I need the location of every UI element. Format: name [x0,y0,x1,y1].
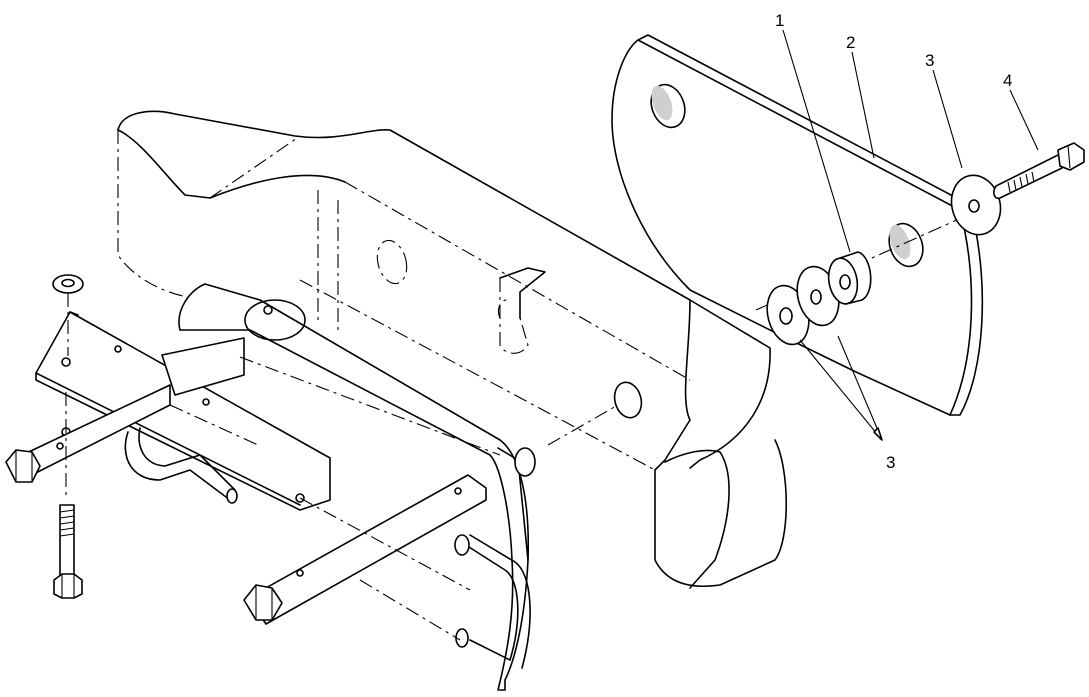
callout-leaders [782,29,1039,441]
assembly-centerlines [169,356,501,641]
callout-3-label-top: 3 [925,51,934,70]
left-fastener [52,274,84,599]
callout-1-label: 1 [775,11,784,30]
washer-and-bolt [950,142,1085,236]
callout-3-label-bottom: 3 [886,453,895,472]
back-plate-part-2 [611,34,984,416]
callout-2-label: 2 [846,33,855,52]
angle-bracket [35,311,331,511]
handle-rod [124,427,531,669]
callout-4-label: 4 [1003,71,1012,90]
main-bracket [117,110,788,589]
isolator-stack [755,204,991,346]
clamp-plate [178,283,536,691]
hex-shaft-right [243,474,487,625]
